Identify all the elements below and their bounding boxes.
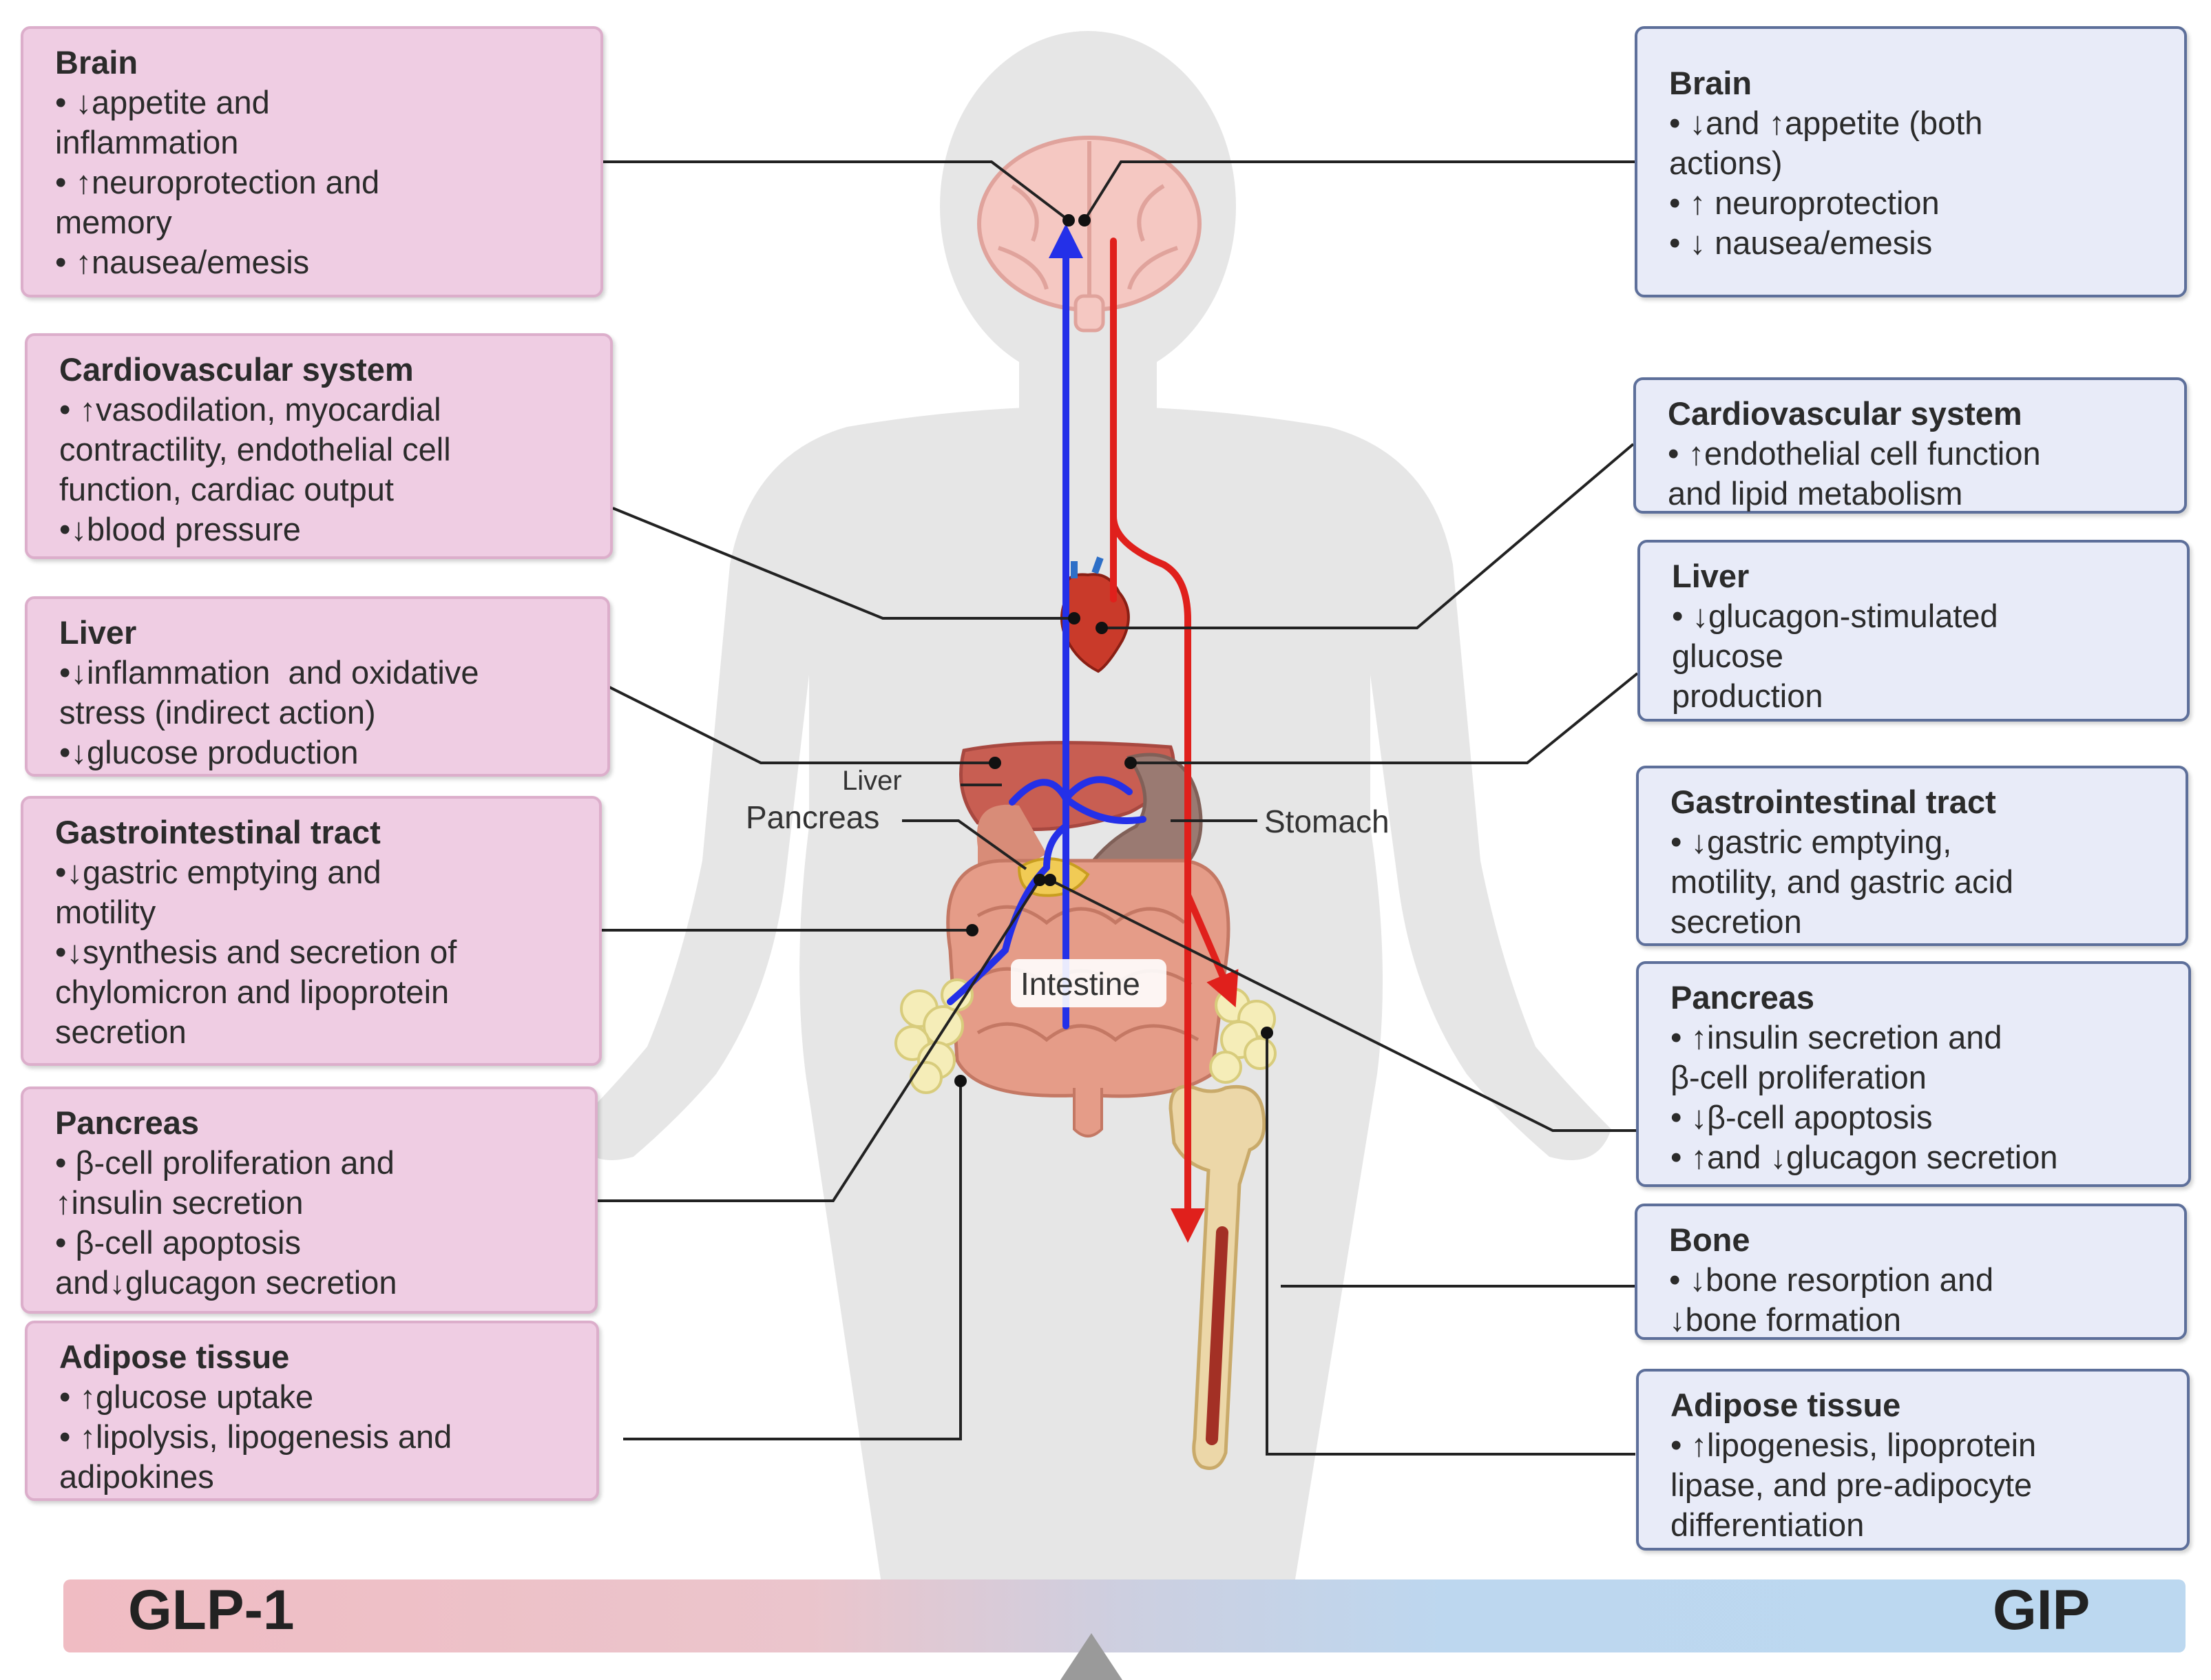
gip-adipose-title: Adipose tissue: [1670, 1387, 1901, 1423]
gip-bone-line: ↓bone formation: [1669, 1301, 1902, 1338]
glp1-pathway: [947, 224, 1146, 1029]
glp1-cardiovascular-line: • ↑vasodilation, myocardial: [59, 391, 441, 428]
gip-brain-line: • ↓ nausea/emesis: [1669, 224, 1933, 261]
glp1-liver-box: Liver •↓inflammation and oxidative stres…: [25, 596, 610, 777]
glp1-liver-line: stress (indirect action): [59, 694, 376, 731]
gip-cardiovascular-line: and lipid metabolism: [1668, 475, 1963, 512]
gip-pancreas-line: • ↑and ↓glucagon secretion: [1670, 1139, 2058, 1175]
gip-pancreas-box: Pancreas • ↑insulin secretion and β-cell…: [1636, 961, 2191, 1187]
gip-gastrointestinal-box: Gastrointestinal tract • ↓gastric emptyi…: [1636, 766, 2188, 946]
glp1-cardiovascular-line: contractility, endothelial cell: [59, 431, 451, 468]
glp1-gastrointestinal-line: motility: [55, 894, 156, 930]
glp1-pancreas-title: Pancreas: [55, 1104, 200, 1141]
glp1-pancreas-line: ↑insulin secretion: [55, 1184, 304, 1221]
intestine-label-bg: [1011, 959, 1166, 1007]
glp1-pancreas-line: • β-cell apoptosis: [55, 1224, 301, 1261]
gip-liver-line: • ↓glucagon-stimulated: [1672, 598, 1998, 634]
glp1-adipose-line: • ↑lipolysis, lipogenesis and: [59, 1418, 452, 1455]
gip-brain-line: • ↓and ↑appetite (both: [1669, 105, 1983, 141]
glp1-pancreas-box: Pancreas • β-cell proliferation and ↑ins…: [21, 1086, 598, 1314]
glp1-brain-line: • ↑neuroprotection and: [55, 164, 380, 200]
connector-lines: [598, 160, 1639, 1456]
gip-pancreas-line: β-cell proliferation: [1670, 1059, 1927, 1095]
gip-cardiovascular-title: Cardiovascular system: [1668, 395, 2022, 432]
gip-pancreas-line: • ↓β-cell apoptosis: [1670, 1099, 1933, 1135]
stomach-label: Stomach: [1264, 804, 1390, 839]
glp1-pancreas-line: • β-cell proliferation and: [55, 1144, 395, 1181]
gip-adipose-line: differentiation: [1670, 1506, 1865, 1543]
gip-cardiovascular-box: Cardiovascular system • ↑endothelial cel…: [1633, 377, 2187, 514]
glp1-brain-line: • ↓appetite and: [55, 84, 270, 120]
gip-liver-line: production: [1672, 678, 1823, 714]
gip-liver-title: Liver: [1672, 558, 1750, 594]
glp1-gastrointestinal-box: Gastrointestinal tract •↓gastric emptyin…: [21, 796, 602, 1066]
pancreas-label: Pancreas: [746, 799, 880, 835]
glp1-cardiovascular-line: •↓blood pressure: [59, 511, 301, 547]
glp1-liver-line: •↓glucose production: [59, 734, 359, 770]
bone-organ: [1169, 1084, 1266, 1470]
gip-cardiovascular-line: • ↑endothelial cell function: [1668, 435, 2041, 472]
gip-pancreas-title: Pancreas: [1670, 979, 1815, 1016]
glp1-gastrointestinal-line: secretion: [55, 1014, 187, 1050]
glp1-adipose-line: • ↑glucose uptake: [59, 1378, 314, 1415]
glp1-brain-line: inflammation: [55, 124, 239, 160]
gip-brain-line: • ↑ neuroprotection: [1669, 185, 1940, 221]
glp1-brain-line: • ↑nausea/emesis: [55, 244, 310, 280]
glp1-liver-title: Liver: [59, 614, 137, 651]
gip-gastrointestinal-title: Gastrointestinal tract: [1670, 784, 1996, 820]
glp1-pancreas-line: and↓glucagon secretion: [55, 1264, 397, 1301]
adipose-tissue-right: [1209, 987, 1277, 1084]
glp1-adipose-title: Adipose tissue: [59, 1338, 290, 1375]
glp1-brain-box: Brain • ↓appetite and inflammation • ↑ne…: [21, 26, 603, 297]
gip-liver-line: glucose: [1672, 638, 1783, 674]
gip-brain-line: actions): [1669, 145, 1783, 181]
glp1-cardiovascular-line: function, cardiac output: [59, 471, 394, 507]
glp1-liver-line: •↓inflammation and oxidative: [59, 654, 479, 691]
glp1-gip-gradient-bar: [63, 1579, 2186, 1652]
glp1-adipose-box: Adipose tissue • ↑glucose uptake • ↑lipo…: [25, 1321, 599, 1501]
gip-brain-title: Brain: [1669, 65, 1752, 101]
balance-pointer: [1060, 1633, 1122, 1680]
glp1-gastrointestinal-title: Gastrointestinal tract: [55, 814, 381, 850]
gip-liver-box: Liver • ↓glucagon-stimulated glucose pro…: [1637, 540, 2190, 722]
glp1-adipose-line: adipokines: [59, 1458, 214, 1495]
glp1-brain-title: Brain: [55, 44, 138, 81]
glp1-brain-line: memory: [55, 204, 172, 240]
liver-label: Liver: [842, 766, 902, 796]
gip-gastrointestinal-line: secretion: [1670, 903, 1802, 940]
connector-dots: [954, 214, 1273, 1087]
glp1-gastrointestinal-line: •↓gastric emptying and: [55, 854, 381, 890]
gip-pathway: [1110, 238, 1239, 1243]
glp1-label: GLP-1: [128, 1579, 295, 1641]
glp1-gastrointestinal-line: •↓synthesis and secretion of: [55, 934, 457, 970]
gip-bone-box: Bone • ↓bone resorption and ↓bone format…: [1635, 1204, 2187, 1340]
glp1-gastrointestinal-line: chylomicron and lipoprotein: [55, 974, 450, 1010]
gip-adipose-line: lipase, and pre-adipocyte: [1670, 1467, 2033, 1503]
intestine-label: Intestine: [1020, 966, 1140, 1002]
gip-pancreas-line: • ↑insulin secretion and: [1670, 1019, 2002, 1056]
gip-adipose-box: Adipose tissue • ↑lipogenesis, lipoprote…: [1636, 1369, 2190, 1551]
gip-adipose-line: • ↑lipogenesis, lipoprotein: [1670, 1427, 2037, 1463]
glp1-cardiovascular-title: Cardiovascular system: [59, 351, 414, 388]
gip-brain-box: Brain • ↓and ↑appetite (both actions) • …: [1635, 26, 2187, 297]
glp1-cardiovascular-box: Cardiovascular system • ↑vasodilation, m…: [25, 333, 613, 559]
gip-bone-line: • ↓bone resorption and: [1669, 1261, 1994, 1298]
gip-gastrointestinal-line: motility, and gastric acid: [1670, 863, 2014, 900]
gip-gastrointestinal-line: • ↓gastric emptying,: [1670, 823, 1952, 860]
gip-bone-title: Bone: [1669, 1221, 1750, 1258]
gip-label: GIP: [1993, 1579, 2091, 1641]
